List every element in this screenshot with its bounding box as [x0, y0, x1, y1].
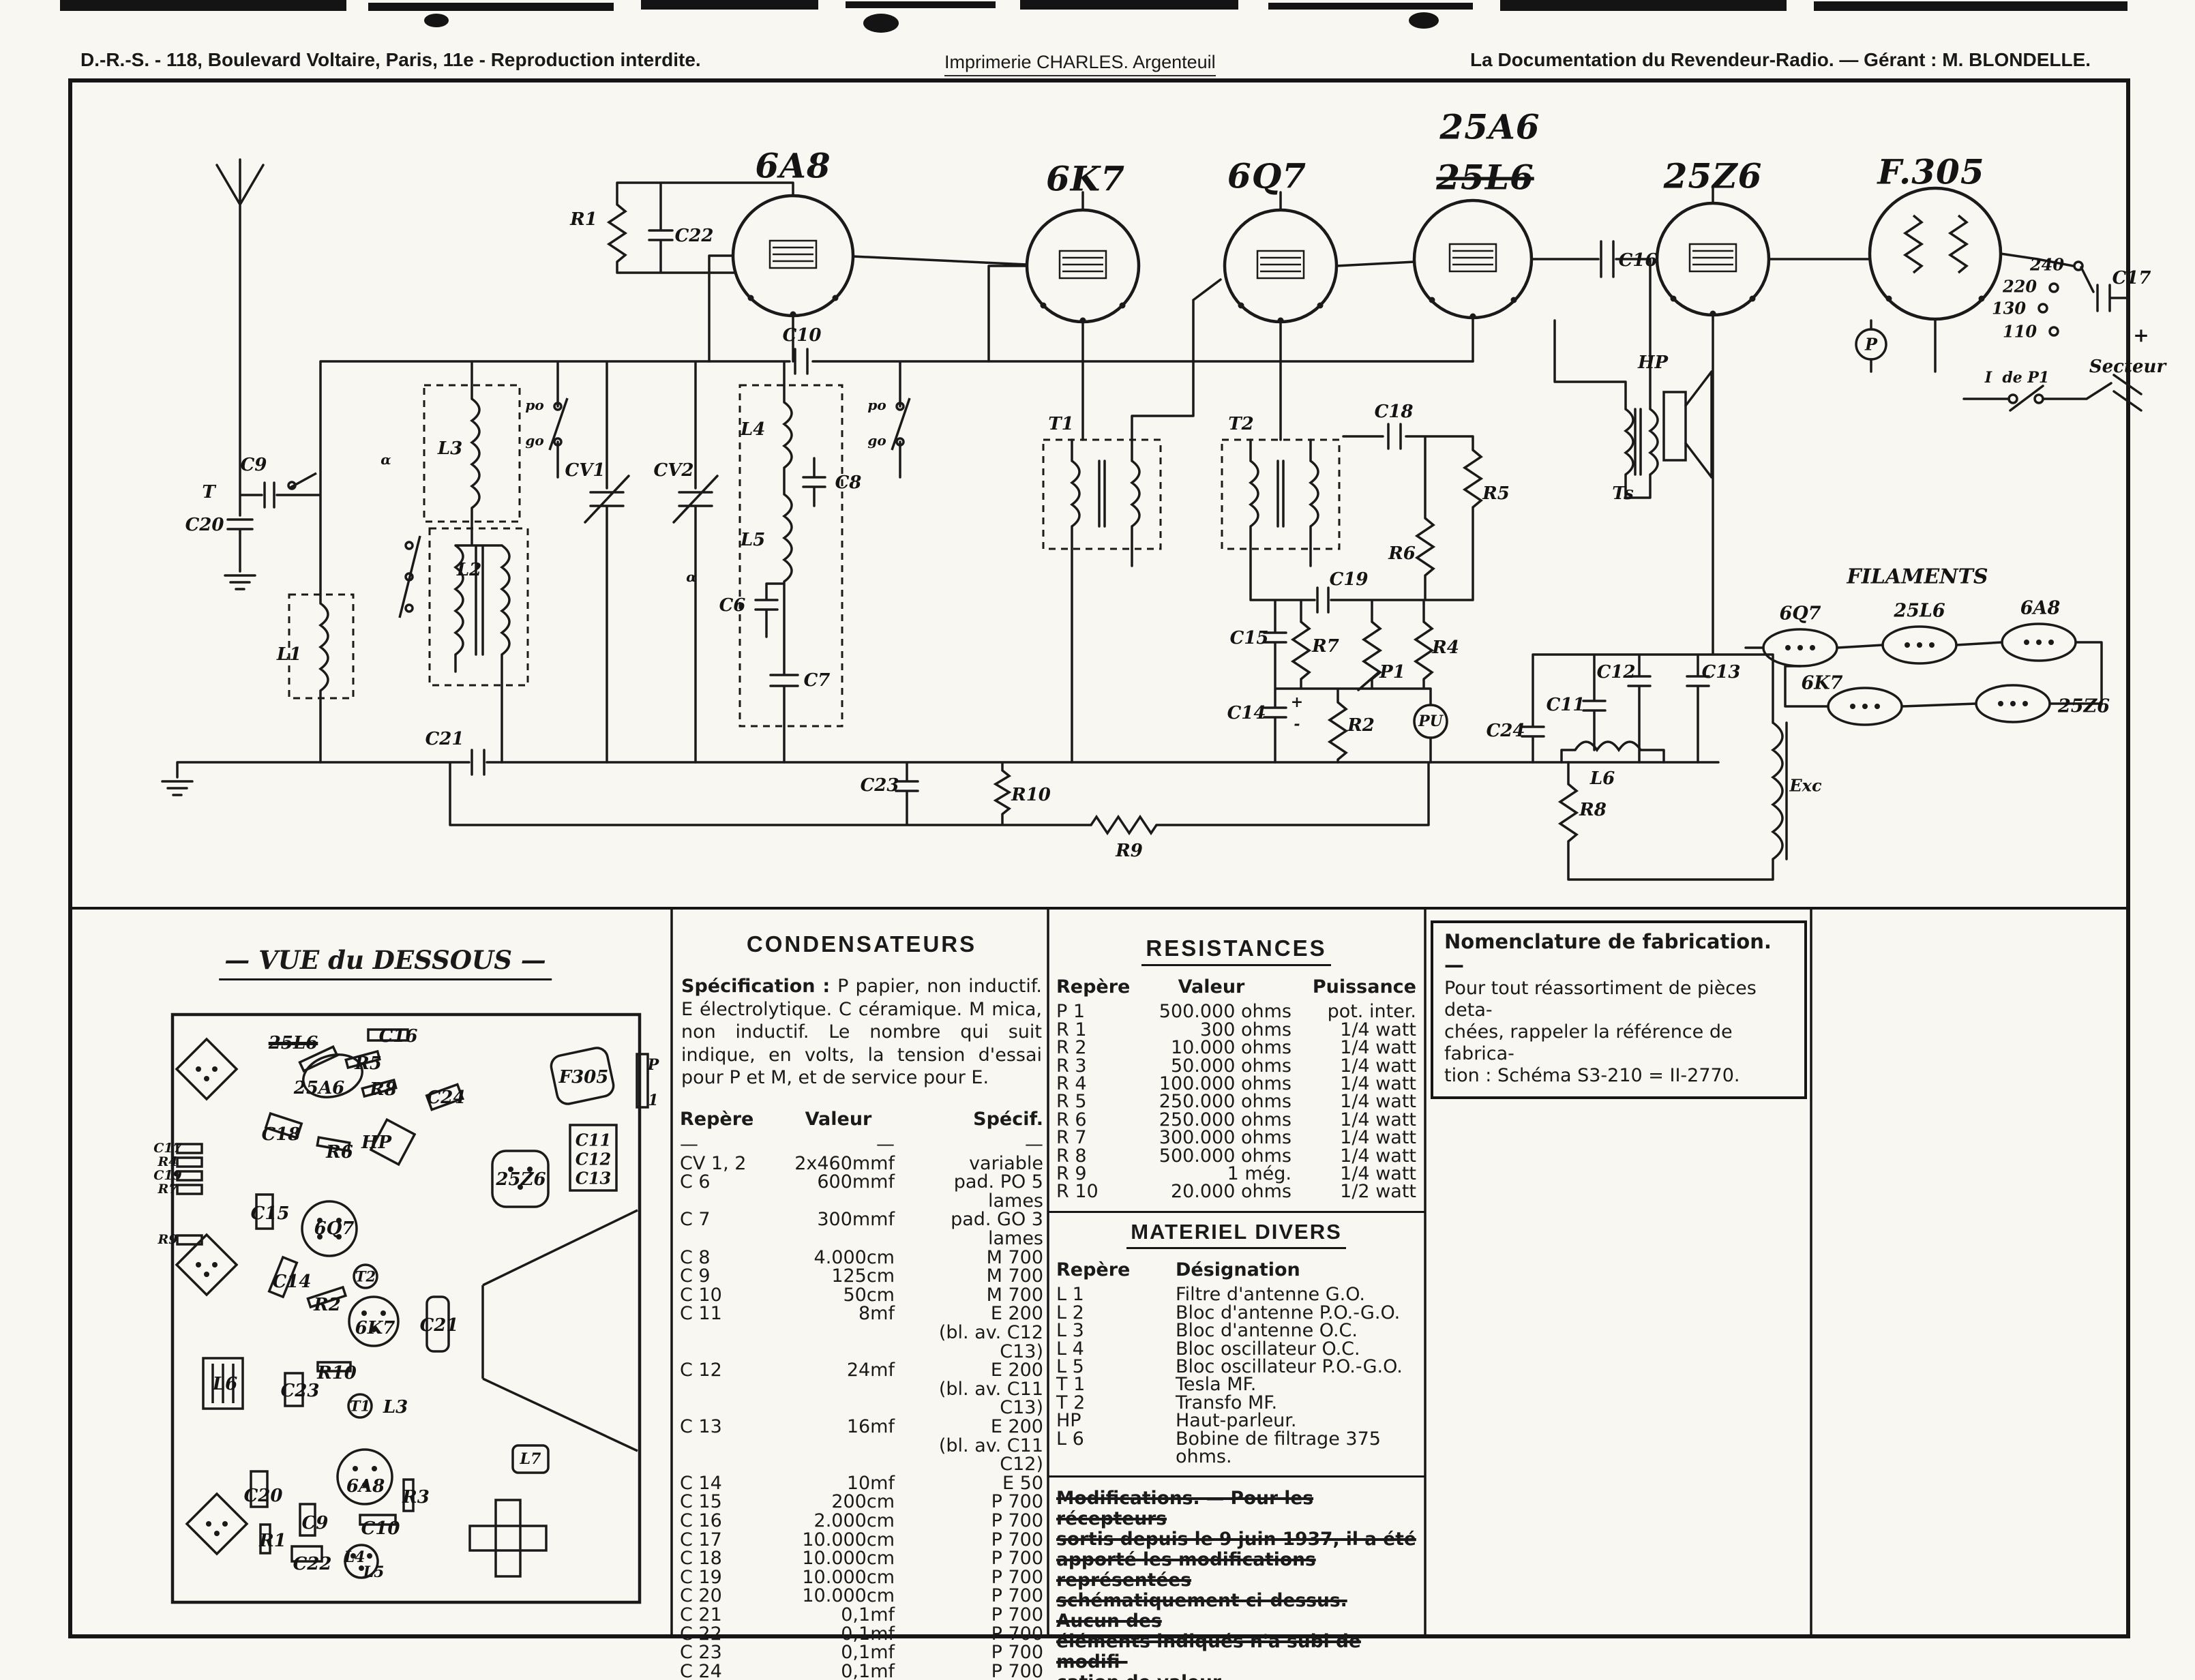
table-row: C 13 16mf E 200 — [680, 1416, 1043, 1437]
chassis-view-title: — VUE du DESSOUS — — [219, 945, 552, 980]
table-row: (bl. av. C11 C13) — [938, 1378, 1043, 1419]
table-row: P 1 500.000 ohms pot. inter. — [1056, 1001, 1416, 1023]
table-row: R 2 10.000 ohms 1/4 watt — [1056, 1037, 1416, 1059]
table-row: C 19 10.000cm P 700 — [680, 1566, 1043, 1588]
table-row: C 23 0,1mf P 700 — [680, 1642, 1043, 1664]
col-header-repere: Repère — [1056, 976, 1131, 997]
strikethrough-note-line: cation de valeur. — [1056, 1672, 1416, 1680]
capacitors-header-row: Repère Valeur Spécif. — [680, 1108, 1043, 1130]
table-row: C 12 24mf E 200 — [680, 1360, 1043, 1381]
misc-material-title: MATERIEL DIVERS — [1056, 1220, 1416, 1249]
publisher-info: D.-R.-S. - 118, Boulevard Voltaire, Pari… — [80, 49, 701, 70]
table-row: (bl. av. C11 C12) — [938, 1435, 1043, 1475]
table-row: R 8 500.000 ohms 1/4 watt — [1056, 1145, 1416, 1167]
capacitors-title: CONDENSATEURS — [746, 931, 977, 957]
table-row: R 5 250.000 ohms 1/4 watt — [1056, 1091, 1416, 1113]
col-header-specif: Spécif. — [973, 1108, 1043, 1130]
table-row: R 10 20.000 ohms 1/2 watt — [1056, 1181, 1416, 1203]
table-row: C 16 2.000cm P 700 — [680, 1510, 1043, 1531]
table-row: CV 1, 2 2x460mmf variable — [680, 1152, 1043, 1174]
table-row: R 6 250.000 ohms 1/4 watt — [1056, 1109, 1416, 1130]
switch-symbols — [287, 260, 2084, 739]
strikethrough-note-line: schématiquement ci-dessus. Aucun des — [1056, 1590, 1347, 1632]
divider-rule — [1048, 1210, 1424, 1213]
table-row: C 17 10.000cm P 700 — [680, 1529, 1043, 1550]
col-header-designation: Désignation — [1176, 1259, 1300, 1280]
misc-material-header-row: Repère Désignation — [1056, 1261, 1416, 1279]
resistances-title: RESISTANCES — [1056, 935, 1416, 966]
scan-noise — [60, 0, 2127, 33]
table-row: C 6 600mmf pad. PO 5 lames — [680, 1171, 1043, 1212]
strikethrough-note-line: éléments indiqués n'a subi de modifi- — [1056, 1631, 1361, 1673]
table-row: C 10 50cm M 700 — [680, 1284, 1043, 1306]
capacitors-spec: Spécification : P papier, non inductif. … — [681, 975, 1042, 1090]
table-row: R 1 300 ohms 1/4 watt — [1056, 1019, 1416, 1040]
tube-symbols — [731, 186, 2003, 324]
misc-material-table: L 1 Filtre d'antenne G.O. L 2 Bloc d'ant… — [1056, 1284, 1416, 1467]
nomenclature-body: Pour tout réassortiment de pièces deta-c… — [1444, 978, 1793, 1087]
capacitors-section: CONDENSATEURS Spécification : P papier, … — [680, 931, 1043, 1680]
printer-info: Imprimerie CHARLES. Argenteuil — [944, 52, 1216, 76]
resistances-table: P 1 500.000 ohms pot. inter. R 1 300 ohm… — [1056, 1001, 1416, 1203]
coil-symbols — [318, 397, 1784, 860]
table-row: L 4 Bloc oscillateur O.C. — [1056, 1338, 1360, 1360]
publication-title: La Documentation du Revendeur-Radio. — G… — [1470, 49, 2091, 70]
table-row: L 5 Bloc oscillateur P.O.-G.O. — [1056, 1355, 1403, 1377]
dashed-blocks — [288, 384, 1341, 728]
table-row: C 11 8mf E 200 — [680, 1303, 1043, 1325]
table-row: T 2 Transfo MF. — [1056, 1392, 1278, 1413]
table-row: C 18 10.000cm P 700 — [680, 1548, 1043, 1570]
col-header-repere: Repère — [1056, 1259, 1131, 1280]
resistances-header-row: Repère Valeur Puissance — [1056, 978, 1416, 996]
table-row: C 9 125cm M 700 — [680, 1265, 1043, 1287]
col-header-valeur: Valeur — [1178, 976, 1245, 997]
strikethrough-note-line: apporté les modifications représentées — [1056, 1549, 1316, 1591]
resistances-section: RESISTANCES Repère Valeur Puissance P 1 … — [1048, 935, 1424, 1680]
table-row: C 14 10mf E 50 — [680, 1472, 1043, 1494]
col-header-repere: Repère — [680, 1108, 754, 1130]
table-row: HP Haut-parleur. — [1056, 1410, 1297, 1432]
divider-rule — [1048, 1475, 1424, 1478]
spec-lead: Spécification : — [681, 976, 838, 997]
frame-lines — [68, 78, 2130, 1638]
table-row: C 8 4.000cm M 700 — [680, 1246, 1043, 1268]
table-row: L 3 Bloc d'antenne O.C. — [1056, 1320, 1358, 1342]
col-header-puissance: Puissance — [1312, 976, 1416, 997]
table-row: R 3 50.000 ohms 1/4 watt — [1056, 1055, 1416, 1077]
nomenclature-line: tion : Schéma S3-210 = II-2770. — [1444, 1065, 1740, 1086]
spec-body: P papier, non inductif. E électrolytique… — [681, 976, 1042, 1088]
filament-tubes — [1762, 622, 2077, 726]
table-row: (bl. av. C12 C13) — [938, 1322, 1043, 1362]
nomenclature-line: Pour tout réassortiment de pièces deta- — [1444, 978, 1757, 1021]
chassis-drawing — [170, 1012, 649, 1604]
wires — [161, 158, 2142, 881]
strikethrough-note-line: Modifications. — Pour les récepteurs — [1056, 1488, 1314, 1530]
nomenclature-title: Nomenclature de fabrication. — — [1444, 930, 1772, 976]
table-row: L 2 Bloc d'antenne P.O.-G.O. — [1056, 1302, 1401, 1323]
nomenclature-line: chées, rappeler la référence de fabrica- — [1444, 1021, 1733, 1064]
table-row: C 15 200cm P 700 — [680, 1491, 1043, 1513]
table-row: T 1 Tesla MF. — [1056, 1374, 1257, 1396]
table-row: R 4 100.000 ohms 1/4 watt — [1056, 1073, 1416, 1095]
strikethrough-note-line: sortis depuis le 9 juin 1937, il a été — [1056, 1529, 1416, 1550]
nomenclature-box: Nomenclature de fabrication. — Pour tout… — [1431, 920, 1807, 1099]
table-row: L 1 Filtre d'antenne G.O. — [1056, 1284, 1365, 1306]
resistor-symbols — [606, 203, 1579, 843]
col-header-valeur: Valeur — [805, 1108, 872, 1130]
table-row: C 21 0,1mf P 700 — [680, 1604, 1043, 1625]
table-row: R 9 1 még. 1/4 watt — [1056, 1163, 1416, 1185]
table-row: R 7 300.000 ohms 1/4 watt — [1056, 1127, 1416, 1149]
table-row: C 20 10.000cm P 700 — [680, 1585, 1043, 1607]
table-row: C 24 0,1mf P 700 — [680, 1660, 1043, 1680]
table-row: L 6 Bobine de filtrage 375 ohms. — [1056, 1428, 1381, 1467]
table-row: C 7 300mmf pad. GO 3 lames — [680, 1209, 1043, 1250]
capacitors-table: — — — CV 1, 2 2x460mmf variable C 6 600m… — [680, 1135, 1043, 1680]
table-row: — — — — [680, 1134, 1043, 1156]
table-row: C 22 0,1mf P 700 — [680, 1623, 1043, 1645]
